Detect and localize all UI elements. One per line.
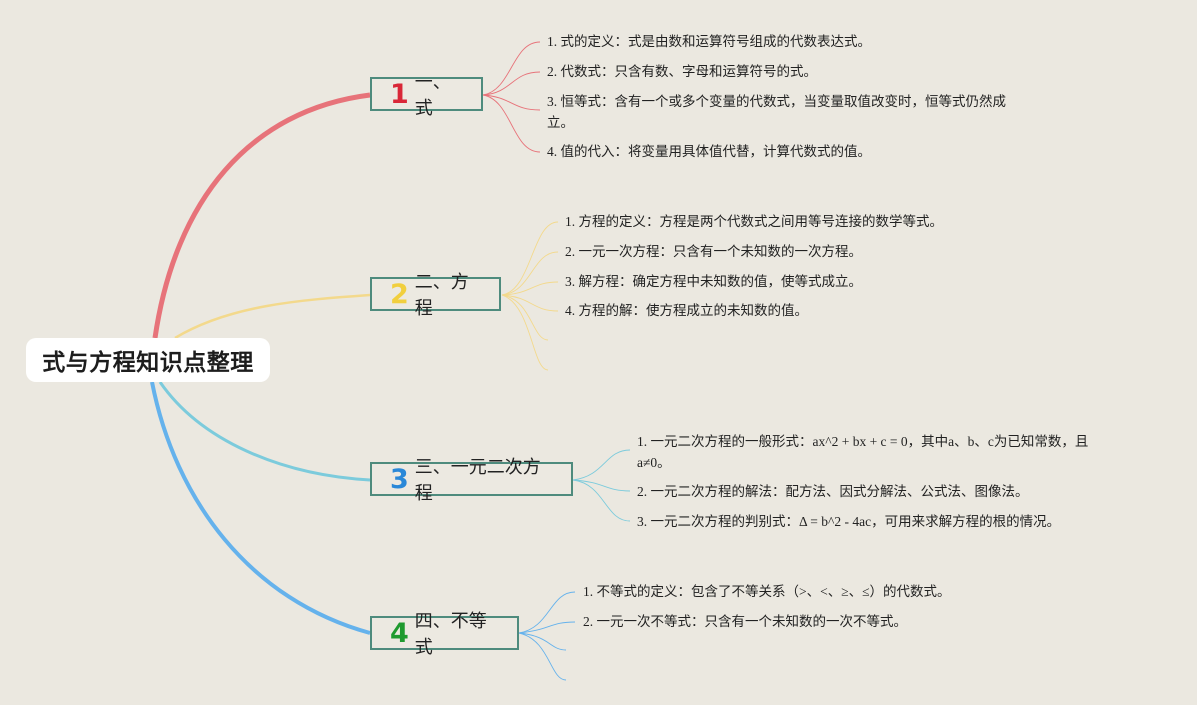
topic-label-3: 三、一元二次方程 — [414, 457, 541, 504]
leaf-1-3[interactable]: 3. 恒等式：含有一个或多个变量的代数式，当变量取值改变时，恒等式仍然成立。 — [547, 94, 1006, 130]
topic-node-3[interactable]: 3 三、一元二次方程 — [370, 457, 573, 504]
leaf-2-4[interactable]: 4. 方程的解：使方程成立的未知数的值。 — [565, 303, 808, 318]
leaf-4-1[interactable]: 1. 不等式的定义：包含了不等关系（>、<、≥、≤）的代数式。 — [583, 584, 951, 599]
twigs-3 — [572, 449, 631, 522]
leaf-1-1[interactable]: 1. 式的定义：式是由数和运算符号组成的代数表达式。 — [547, 34, 871, 49]
twigs-4 — [518, 591, 576, 681]
topic-label-2: 二、方程 — [414, 272, 469, 319]
number-four-badge: 4 — [390, 617, 409, 649]
topic-node-4[interactable]: 4 四、不等式 — [370, 611, 519, 658]
branch-line-4 — [150, 381, 371, 635]
twigs-1 — [482, 41, 541, 153]
root-title[interactable]: 式与方程知识点整理 — [26, 338, 270, 382]
topic-label-4: 四、不等式 — [414, 611, 487, 658]
topic-label-1: 一、式 — [414, 72, 451, 119]
twigs-2 — [501, 221, 559, 371]
leaf-3-2[interactable]: 2. 一元二次方程的解法：配方法、因式分解法、公式法、图像法。 — [637, 484, 1029, 499]
leaf-2-1[interactable]: 1. 方程的定义：方程是两个代数式之间用等号连接的数学等式。 — [565, 214, 943, 229]
number-two-badge: 2 — [390, 278, 409, 310]
leaf-4-2[interactable]: 2. 一元一次不等式：只含有一个未知数的一次不等式。 — [583, 614, 907, 629]
branch-line-2 — [174, 293, 371, 340]
branch-line-3 — [158, 381, 371, 482]
leaf-2-2[interactable]: 2. 一元一次方程：只含有一个未知数的一次方程。 — [565, 244, 862, 259]
topic-node-1[interactable]: 1 一、式 — [370, 72, 483, 119]
leaf-1-2[interactable]: 2. 代数式：只含有数、字母和运算符号的式。 — [547, 64, 817, 79]
number-one-badge: 1 — [390, 78, 409, 110]
number-three-badge: 3 — [390, 463, 409, 495]
leaf-3-1[interactable]: 1. 一元二次方程的一般形式：ax^2 + bx + c = 0，其中a、b、c… — [637, 434, 1089, 470]
topic-node-2[interactable]: 2 二、方程 — [370, 272, 501, 319]
leaf-1-4[interactable]: 4. 值的代入：将变量用具体值代替，计算代数式的值。 — [547, 144, 871, 159]
leaf-3-3[interactable]: 3. 一元二次方程的判别式：Δ = b^2 - 4ac，可用来求解方程的根的情况… — [637, 514, 1061, 529]
leaf-2-3[interactable]: 3. 解方程：确定方程中未知数的值，使等式成立。 — [565, 274, 862, 289]
branch-line-1 — [152, 92, 371, 339]
